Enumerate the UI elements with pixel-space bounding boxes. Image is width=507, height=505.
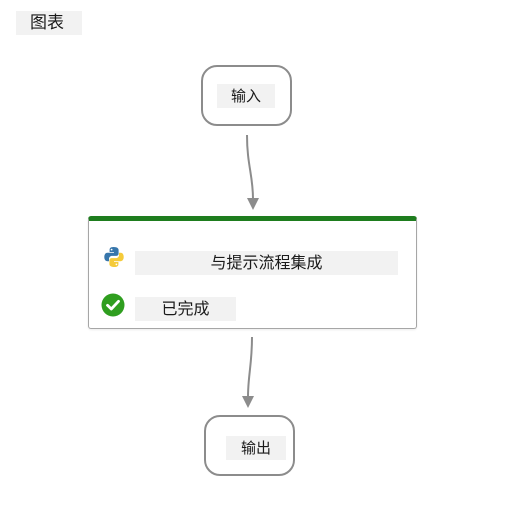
input-node[interactable]: 输入 bbox=[201, 65, 292, 126]
python-icon bbox=[104, 247, 124, 267]
output-node-label: 输出 bbox=[226, 436, 286, 460]
connector-task-to-output bbox=[242, 336, 254, 408]
diagram-tab[interactable]: 图表 bbox=[16, 11, 82, 35]
task-status: 已完成 bbox=[135, 297, 236, 321]
task-name: 与提示流程集成 bbox=[135, 251, 398, 275]
task-node[interactable]: 与提示流程集成 已完成 bbox=[88, 216, 417, 329]
output-node[interactable]: 输出 bbox=[204, 415, 295, 476]
check-circle-icon bbox=[101, 293, 125, 317]
input-node-label: 输入 bbox=[217, 84, 275, 108]
diagram-tab-label: 图表 bbox=[30, 13, 64, 33]
connector-input-to-task bbox=[246, 134, 259, 210]
